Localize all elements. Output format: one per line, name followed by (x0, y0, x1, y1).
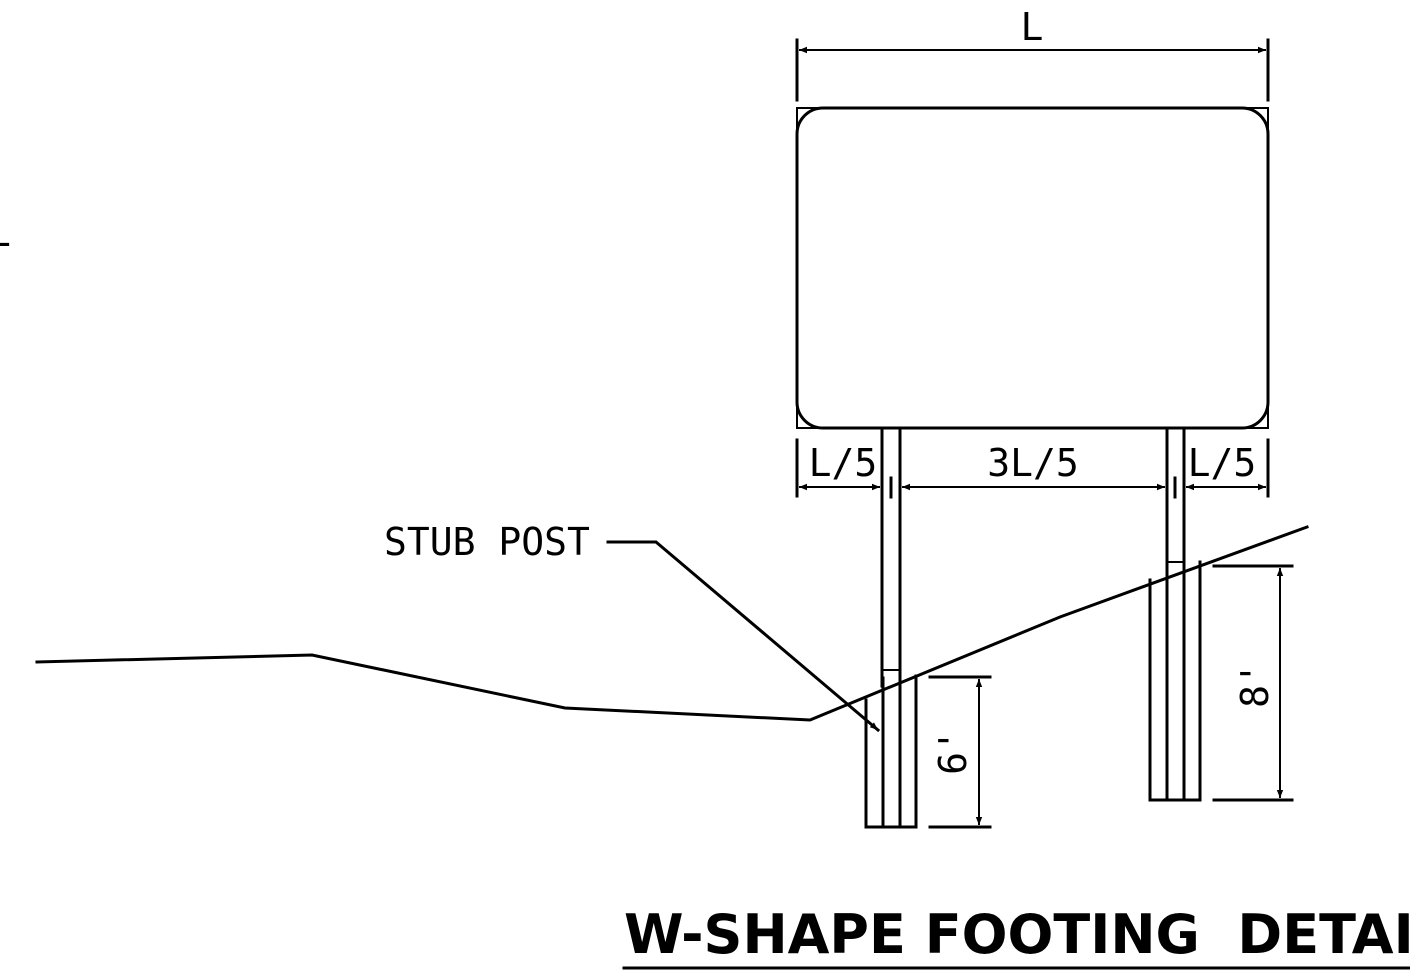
left-post (880, 426, 902, 688)
stub-post-callout: STUB POST (384, 520, 881, 733)
detail-title: W-SHAPE FOOTING DETAIL (624, 903, 1410, 966)
ground-line (35, 525, 1309, 722)
post-spacing-dimension: L/5 3L/5 L/5 (795, 438, 1270, 499)
right-depth-label: 8' (1233, 662, 1277, 708)
stub-post-label: STUB POST (384, 520, 590, 564)
edge-label: L (0, 211, 11, 255)
sign-width-dimension: L (795, 5, 1270, 102)
left-depth-label: 6' (931, 729, 975, 775)
sign-width-label: L (1021, 5, 1044, 49)
sign-panel (795, 106, 1270, 430)
left-stub-footing (864, 674, 918, 829)
left-spacing-label: L/5 (809, 441, 878, 485)
right-depth-dimension: 8' (1212, 564, 1294, 802)
right-stub-footing (1148, 560, 1202, 802)
right-spacing-label: L/5 (1188, 441, 1257, 485)
left-depth-dimension: 6' (928, 675, 992, 829)
right-post (1165, 426, 1186, 572)
middle-spacing-label: 3L/5 (987, 441, 1079, 485)
detail-title-block: W-SHAPE FOOTING DETAIL (622, 903, 1410, 970)
